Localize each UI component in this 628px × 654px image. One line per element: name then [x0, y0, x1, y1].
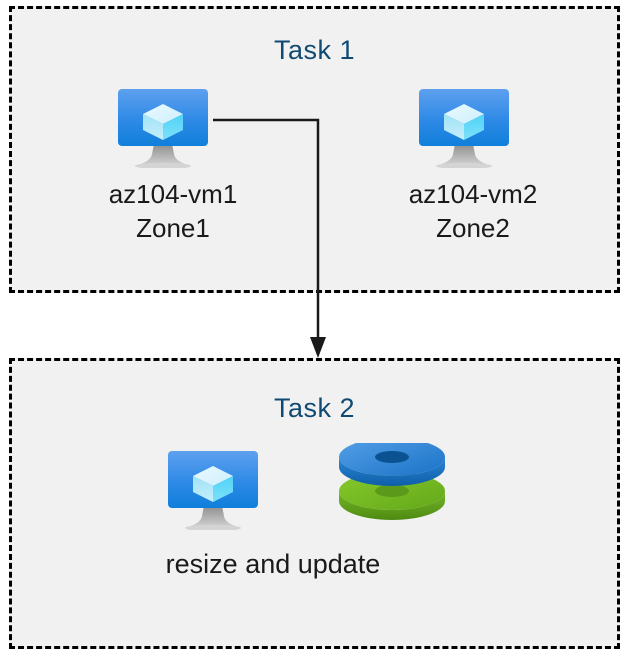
vm-icon-svg	[419, 89, 509, 170]
vm1-label: az104-vm1 Zone1	[108, 179, 238, 243]
azure-virtual-machine-icon[interactable]	[160, 444, 266, 532]
blue-disk	[339, 438, 445, 486]
vm-icon-svg	[168, 451, 258, 532]
azure-virtual-machine-icon[interactable]	[411, 82, 517, 170]
task-2-caption: resize and update	[165, 549, 381, 579]
arrowhead-down-icon	[310, 337, 326, 358]
task-2-title: Task 2	[273, 393, 356, 423]
vm2-label: az104-vm2 Zone2	[408, 179, 538, 243]
task-2-container: Task 2	[9, 358, 620, 649]
disks-icon-svg	[339, 438, 445, 520]
vm-icon-svg	[118, 89, 208, 170]
task-1-container: Task 1	[9, 6, 620, 293]
task-1-title: Task 1	[273, 35, 356, 65]
azure-disks-icon[interactable]	[337, 438, 447, 528]
azure-virtual-machine-icon[interactable]	[110, 82, 216, 170]
